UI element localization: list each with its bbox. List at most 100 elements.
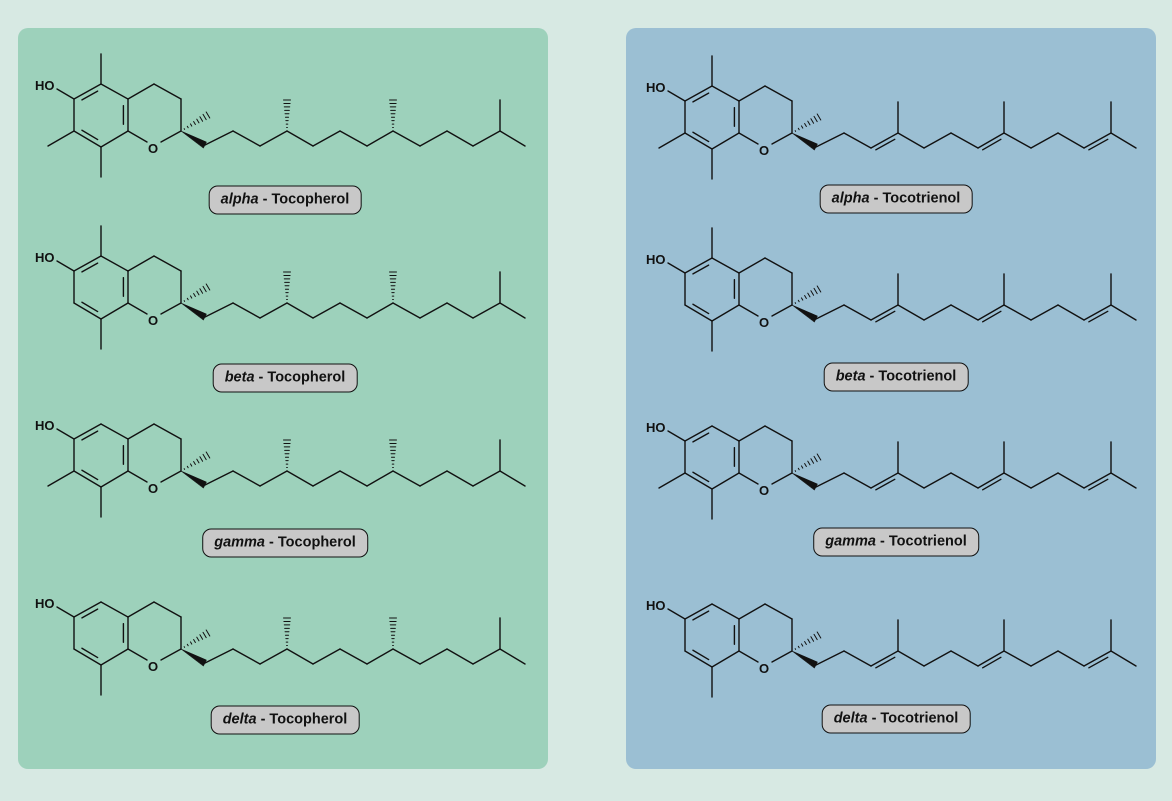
- double-bond-inner: [981, 656, 1002, 669]
- ring-bond: [711, 425, 740, 442]
- chain-bond: [870, 132, 899, 149]
- methyl-7: [47, 130, 75, 147]
- chain-bond: [472, 648, 501, 665]
- bond: [160, 130, 182, 143]
- structure-delta-tocopherol: HOO: [35, 596, 526, 696]
- hash-line: [199, 288, 204, 294]
- hash-line: [816, 631, 822, 639]
- hash-line: [797, 645, 800, 649]
- chain-bond: [419, 470, 448, 487]
- label-name: Tocotrienol: [888, 533, 967, 550]
- bond: [764, 425, 793, 442]
- label-gamma-tocotrienol: gamma - Tocotrienol: [813, 527, 979, 557]
- double-bond-inner: [875, 138, 896, 151]
- ring-bond: [100, 648, 129, 666]
- hash-line: [810, 636, 815, 642]
- hash-line: [189, 641, 193, 645]
- chain-bond: [366, 130, 394, 147]
- chain-bond: [977, 132, 1005, 149]
- oxygen-label: O: [148, 481, 158, 496]
- chain-bond: [472, 130, 501, 147]
- chain-bond: [843, 304, 872, 321]
- chain-bond: [815, 132, 845, 148]
- hash-line: [205, 283, 211, 291]
- hydroxyl-bond: [56, 606, 75, 618]
- double-bond-inner: [981, 138, 1002, 151]
- chain-bond: [1110, 304, 1137, 321]
- chain-bond: [923, 132, 952, 149]
- hash-line: [816, 453, 822, 461]
- chain-bond: [204, 130, 234, 146]
- hash-line: [813, 115, 818, 123]
- hash-line: [804, 294, 807, 300]
- chain-bond: [1003, 304, 1032, 321]
- hash-line: [800, 125, 804, 129]
- chain-bond: [339, 130, 368, 147]
- ring-bond: [711, 472, 740, 490]
- ring-bond: [73, 423, 102, 440]
- bond: [153, 601, 182, 618]
- chain-bond: [815, 650, 845, 666]
- label-separator: -: [867, 710, 881, 727]
- bond: [127, 648, 148, 661]
- chain-bond: [312, 130, 341, 147]
- bond: [771, 304, 793, 317]
- chain-bond: [204, 648, 234, 664]
- wedge-bond: [791, 650, 818, 669]
- wedge-bond: [180, 302, 207, 321]
- chain-bond: [897, 304, 925, 321]
- hash-line: [816, 113, 822, 121]
- oxygen-label: O: [759, 661, 769, 676]
- hash-line: [196, 458, 200, 464]
- structure-beta-tocotrienol: HOO: [646, 227, 1137, 352]
- hash-line: [196, 636, 200, 642]
- ring-bond: [100, 83, 129, 100]
- structure-gamma-tocopherol: HOO: [35, 418, 526, 518]
- ring-bond: [684, 603, 713, 620]
- chain-bond: [1083, 304, 1112, 321]
- chain-bond: [897, 472, 925, 489]
- double-bond-inner: [81, 430, 99, 441]
- hash-line: [797, 127, 800, 131]
- bond: [738, 304, 759, 317]
- chain-bond: [1030, 132, 1059, 149]
- methyl-7: [47, 470, 75, 487]
- label-prefix: alpha: [220, 191, 259, 208]
- double-bond-inner: [692, 131, 710, 143]
- hash-line: [810, 458, 815, 464]
- chain-bond: [815, 304, 845, 320]
- chain-bond: [419, 648, 448, 665]
- chain-bond: [1030, 472, 1059, 489]
- hash-line: [205, 629, 211, 637]
- bond: [127, 255, 155, 272]
- hydroxyl-bond: [667, 608, 686, 620]
- hash-line: [807, 292, 811, 298]
- bond: [127, 470, 148, 483]
- hash-line: [186, 297, 189, 301]
- label-separator: -: [254, 369, 268, 386]
- hydroxyl-bond: [667, 90, 686, 102]
- ring-bond: [73, 648, 102, 666]
- methyl-7: [658, 132, 686, 149]
- chain-bond: [286, 302, 314, 319]
- bond: [764, 603, 793, 620]
- label-name: Tocopherol: [277, 534, 356, 551]
- double-bond-inner: [981, 310, 1002, 323]
- oxygen-label: O: [759, 315, 769, 330]
- chain-bond: [286, 648, 314, 665]
- hash-line: [202, 113, 207, 121]
- hydroxyl-label: HO: [35, 596, 55, 611]
- wedge-bond: [791, 304, 818, 323]
- chain-bond: [1083, 650, 1112, 667]
- chain-bond: [870, 650, 899, 667]
- chain-bond: [366, 470, 394, 487]
- double-bond-inner: [875, 656, 896, 669]
- hydroxyl-bond: [56, 260, 75, 272]
- chain-bond: [472, 470, 501, 487]
- ring-bond: [100, 601, 129, 618]
- ring-bond: [100, 130, 129, 148]
- double-bond-inner: [81, 129, 99, 141]
- tocopherol-panel: [18, 28, 548, 769]
- chain-bond: [1003, 472, 1032, 489]
